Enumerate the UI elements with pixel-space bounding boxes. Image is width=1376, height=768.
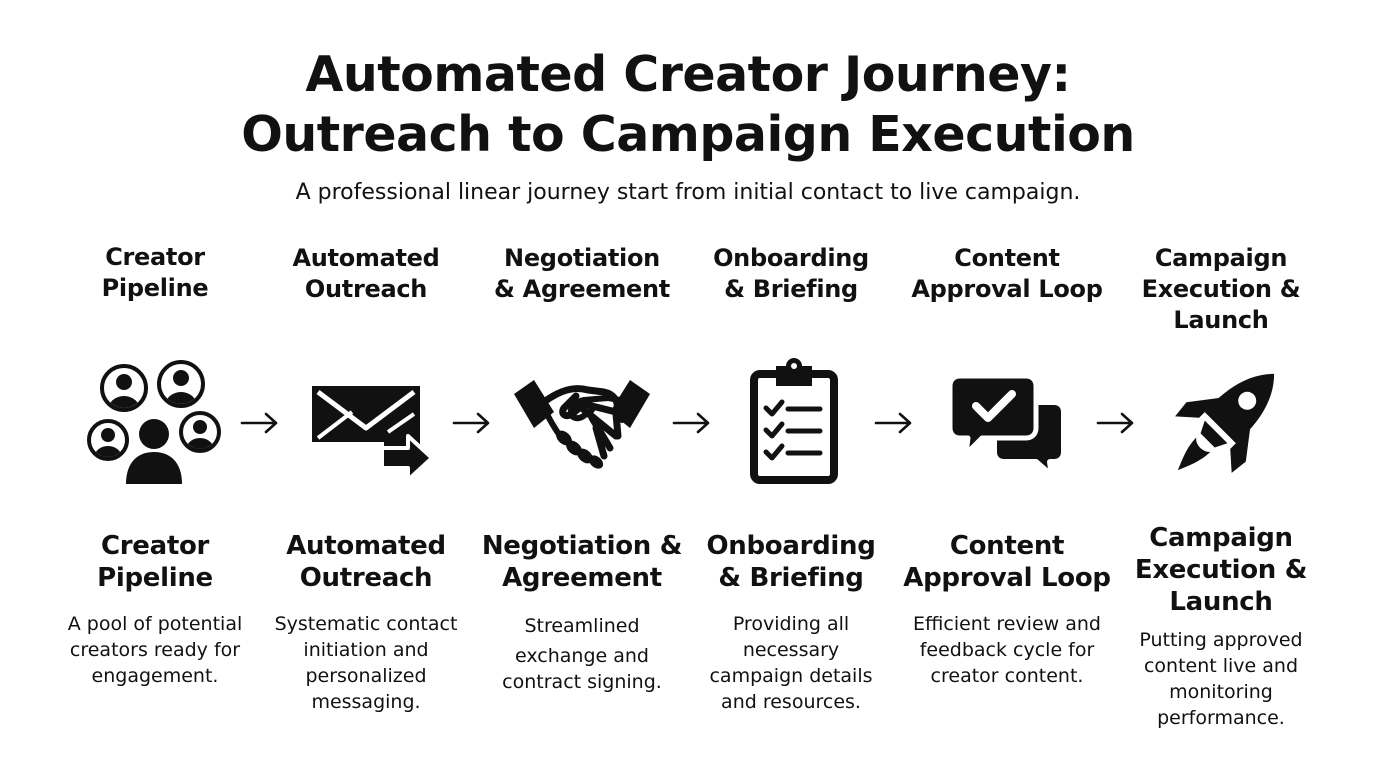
step-desc-line: contract signing. bbox=[502, 671, 662, 693]
step-desc-content-approval: Efficient review and feedback cycle for … bbox=[897, 611, 1117, 689]
step-desc-line: monitoring bbox=[1169, 681, 1273, 703]
arrow-right-icon bbox=[874, 408, 914, 438]
chat-approval-icon bbox=[938, 352, 1078, 492]
step-heading-line: Agreement bbox=[502, 563, 662, 593]
step-label-line: Campaign bbox=[1154, 244, 1288, 272]
step-label-content-approval: Content Approval Loop bbox=[892, 243, 1122, 305]
step-desc-line: Streamlined bbox=[524, 615, 640, 637]
step-label-automated-outreach: Automated Outreach bbox=[251, 243, 481, 305]
step-heading-automated-outreach: Automated Outreach bbox=[251, 530, 481, 594]
step-label-line: & Briefing bbox=[724, 275, 858, 303]
step-desc-line: Efficient review and bbox=[913, 613, 1101, 635]
step-desc-line: exchange and bbox=[515, 645, 649, 667]
step-desc-negotiation-agreement: Streamlined exchange and contract signin… bbox=[477, 611, 687, 697]
step-label-line: Outreach bbox=[304, 275, 428, 303]
step-heading-line: Negotiation & bbox=[481, 531, 683, 561]
step-label-line: Creator bbox=[105, 243, 205, 271]
step-desc-line: creators ready for bbox=[69, 639, 241, 661]
arrow-right-icon bbox=[1096, 408, 1136, 438]
step-heading-onboarding-briefing: Onboarding & Briefing bbox=[676, 530, 906, 594]
page-title-line-1: Automated Creator Journey: bbox=[305, 46, 1071, 103]
step-heading-line: Creator bbox=[100, 531, 210, 561]
step-desc-campaign-launch: Putting approved content live and monito… bbox=[1116, 627, 1326, 731]
step-desc-line: and resources. bbox=[721, 691, 861, 713]
envelope-send-icon bbox=[298, 352, 438, 492]
step-desc-line: Putting approved bbox=[1139, 629, 1303, 651]
step-label-negotiation-agreement: Negotiation & Agreement bbox=[467, 243, 697, 305]
step-heading-line: Content bbox=[949, 531, 1065, 561]
step-heading-line: Campaign bbox=[1149, 523, 1293, 553]
step-label-line: Execution & bbox=[1141, 275, 1301, 303]
step-heading-creator-pipeline: Creator Pipeline bbox=[40, 530, 270, 594]
step-label-line: Automated bbox=[292, 244, 440, 272]
step-desc-line: feedback cycle for bbox=[919, 639, 1095, 661]
step-desc-line: campaign details bbox=[709, 665, 873, 687]
step-label-line: Negotiation bbox=[504, 244, 660, 272]
clipboard-checklist-icon bbox=[724, 352, 864, 492]
page-subtitle: A professional linear journey start from… bbox=[295, 180, 1081, 205]
step-heading-line: Approval Loop bbox=[903, 563, 1111, 593]
handshake-icon bbox=[512, 352, 652, 492]
step-desc-line: Systematic contact bbox=[274, 613, 458, 635]
step-heading-line: Launch bbox=[1169, 587, 1273, 617]
step-label-creator-pipeline: Creator Pipeline bbox=[40, 242, 270, 304]
step-desc-line: performance. bbox=[1157, 707, 1285, 729]
step-desc-onboarding-briefing: Providing all necessary campaign details… bbox=[686, 611, 896, 715]
step-heading-content-approval: Content Approval Loop bbox=[892, 530, 1122, 594]
step-desc-line: messaging. bbox=[311, 691, 421, 713]
step-label-line: & Agreement bbox=[494, 275, 670, 303]
step-label-campaign-launch: Campaign Execution & Launch bbox=[1106, 243, 1336, 336]
arrow-right-icon bbox=[240, 408, 280, 438]
step-heading-line: Outreach bbox=[299, 563, 433, 593]
step-desc-creator-pipeline: A pool of potential creators ready for e… bbox=[50, 611, 260, 689]
step-desc-line: necessary bbox=[742, 639, 840, 661]
arrow-right-icon bbox=[672, 408, 712, 438]
step-heading-line: Execution & bbox=[1134, 555, 1308, 585]
step-desc-line: initiation and bbox=[303, 639, 429, 661]
step-desc-line: content live and bbox=[1143, 655, 1299, 677]
step-desc-automated-outreach: Systematic contact initiation and person… bbox=[261, 611, 471, 715]
arrow-right-icon bbox=[452, 408, 492, 438]
step-label-line: Approval Loop bbox=[911, 275, 1103, 303]
step-desc-line: Providing all bbox=[732, 613, 850, 635]
step-desc-line: engagement. bbox=[91, 665, 219, 687]
step-label-line: Content bbox=[954, 244, 1060, 272]
step-heading-negotiation-agreement: Negotiation & Agreement bbox=[467, 530, 697, 594]
creator-pipeline-icon bbox=[84, 352, 224, 492]
page-title-line-2: Outreach to Campaign Execution bbox=[241, 106, 1135, 163]
step-heading-line: Automated bbox=[286, 531, 446, 561]
step-heading-line: Pipeline bbox=[97, 563, 213, 593]
step-label-line: Onboarding bbox=[713, 244, 869, 272]
step-heading-line: Onboarding bbox=[706, 531, 876, 561]
step-desc-line: creator content. bbox=[930, 665, 1084, 687]
step-label-line: Launch bbox=[1173, 306, 1269, 334]
step-heading-campaign-launch: Campaign Execution & Launch bbox=[1106, 522, 1336, 618]
step-label-onboarding-briefing: Onboarding & Briefing bbox=[676, 243, 906, 305]
step-desc-line: personalized bbox=[305, 665, 427, 687]
step-heading-line: & Briefing bbox=[718, 563, 864, 593]
step-desc-line: A pool of potential bbox=[67, 613, 243, 635]
step-label-line: Pipeline bbox=[101, 274, 209, 302]
rocket-icon bbox=[1156, 352, 1296, 492]
